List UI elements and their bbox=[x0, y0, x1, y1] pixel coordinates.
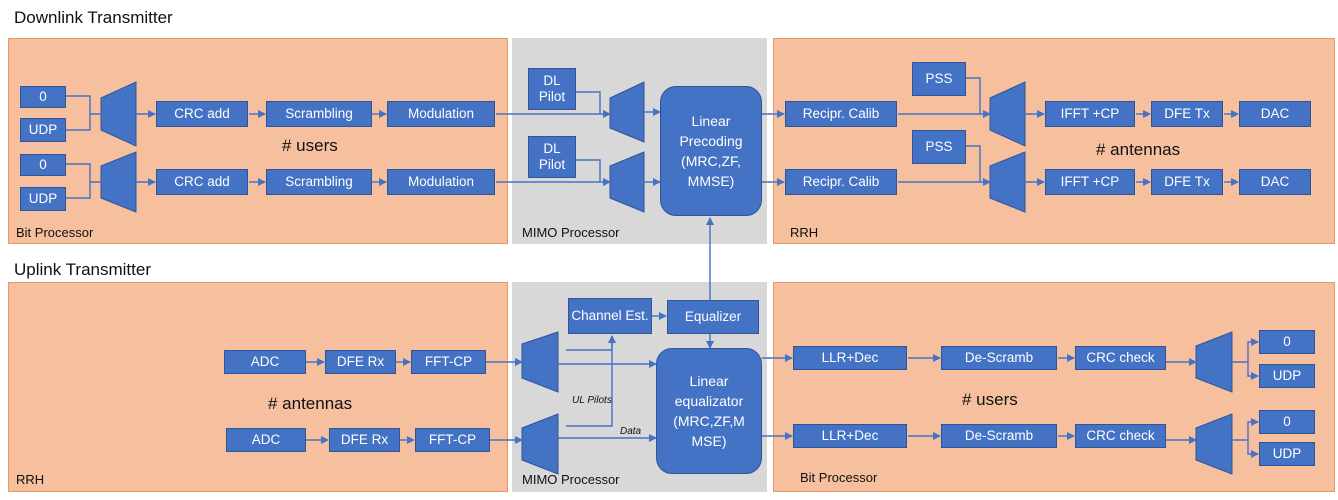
ul-bit-demux-1 bbox=[1195, 331, 1233, 393]
dl-modulation-2: Modulation bbox=[387, 169, 495, 195]
ul-pilots-annotation: UL Pilots bbox=[572, 395, 612, 406]
linear-equalizator-block: Linear equalizator (MRC,ZF,M MSE) bbox=[656, 348, 762, 474]
dl-users-label: # users bbox=[282, 136, 338, 155]
ul-fft-cp-1: FFT-CP bbox=[411, 350, 486, 374]
dl-dac-1: DAC bbox=[1239, 101, 1311, 127]
ul-dfe-rx-1: DFE Rx bbox=[325, 350, 396, 374]
dl-modulation-1: Modulation bbox=[387, 101, 495, 127]
ul-dfe-rx-2: DFE Rx bbox=[329, 428, 400, 452]
dl-input-udp-2: UDP bbox=[20, 187, 66, 211]
ul-output-zero-1: 0 bbox=[1259, 330, 1315, 354]
ul-llr-dec-2: LLR+Dec bbox=[793, 424, 907, 448]
ul-crc-check-2: CRC check bbox=[1075, 424, 1166, 448]
equalizer-block: Equalizer bbox=[667, 300, 759, 334]
dl-pilot-1: DL Pilot bbox=[528, 68, 576, 110]
ul-rrh-panel bbox=[8, 282, 508, 492]
dl-rrh-label: RRH bbox=[790, 225, 819, 240]
ul-demux-1 bbox=[521, 331, 559, 393]
ul-adc-1: ADC bbox=[224, 350, 306, 374]
dl-pss-1: PSS bbox=[912, 62, 966, 96]
dl-rrh-panel bbox=[773, 38, 1335, 244]
data-annotation: Data bbox=[620, 426, 642, 437]
dl-mux-2 bbox=[100, 151, 137, 213]
dl-pilot-mux-1 bbox=[609, 81, 645, 143]
ul-fft-cp-2: FFT-CP bbox=[415, 428, 490, 452]
dl-dac-2: DAC bbox=[1239, 169, 1311, 195]
ul-demux-2 bbox=[521, 413, 559, 475]
ul-bit-processor-panel bbox=[773, 282, 1335, 492]
ul-llr-dec-1: LLR+Dec bbox=[793, 346, 907, 370]
dl-crc-add-1: CRC add bbox=[156, 101, 248, 127]
dl-pss-mux-1 bbox=[989, 81, 1026, 147]
dl-scrambling-2: Scrambling bbox=[266, 169, 372, 195]
ul-bit-processor-label: Bit Processor bbox=[800, 470, 878, 485]
dl-dfe-tx-2: DFE Tx bbox=[1151, 169, 1223, 195]
dl-input-zero-2: 0 bbox=[20, 154, 66, 176]
dl-input-udp-1: UDP bbox=[20, 118, 66, 142]
ul-de-scramb-2: De-Scramb bbox=[941, 424, 1057, 448]
dl-pss-mux-2 bbox=[989, 151, 1026, 213]
ul-de-scramb-1: De-Scramb bbox=[941, 346, 1057, 370]
dl-crc-add-2: CRC add bbox=[156, 169, 248, 195]
dl-pss-2: PSS bbox=[912, 130, 966, 164]
ul-mimo-label: MIMO Processor bbox=[522, 472, 620, 487]
dl-bit-processor-label: Bit Processor bbox=[16, 225, 94, 240]
downlink-title: Downlink Transmitter bbox=[14, 8, 173, 27]
uplink-title: Uplink Transmitter bbox=[14, 260, 151, 279]
dl-pilot-mux-2 bbox=[609, 151, 645, 213]
dl-recipr-calib-2: Recipr. Calib bbox=[785, 169, 897, 195]
dl-recipr-calib-1: Recipr. Calib bbox=[785, 101, 897, 127]
dl-mux-1 bbox=[100, 81, 137, 147]
ul-crc-check-1: CRC check bbox=[1075, 346, 1166, 370]
linear-precoding-block: Linear Precoding (MRC,ZF, MMSE) bbox=[660, 86, 762, 216]
dl-ifft-cp-2: IFFT +CP bbox=[1045, 169, 1135, 195]
dl-input-zero-1: 0 bbox=[20, 86, 66, 108]
ul-users-label: # users bbox=[962, 390, 1018, 409]
ul-rrh-label: RRH bbox=[16, 472, 45, 487]
dl-ifft-cp-1: IFFT +CP bbox=[1045, 101, 1135, 127]
dl-scrambling-1: Scrambling bbox=[266, 101, 372, 127]
ul-adc-2: ADC bbox=[226, 428, 306, 452]
dl-dfe-tx-1: DFE Tx bbox=[1151, 101, 1223, 127]
channel-est-block: Channel Est. bbox=[568, 298, 652, 334]
ul-antennas-label: # antennas bbox=[268, 394, 353, 413]
ul-output-udp-1: UDP bbox=[1259, 364, 1315, 388]
ul-output-zero-2: 0 bbox=[1259, 410, 1315, 434]
ul-output-udp-2: UDP bbox=[1259, 442, 1315, 466]
dl-antennas-label: # antennas bbox=[1096, 140, 1181, 159]
dl-pilot-2: DL Pilot bbox=[528, 136, 576, 178]
dl-bit-processor-panel bbox=[8, 38, 508, 244]
dl-mimo-label: MIMO Processor bbox=[522, 225, 620, 240]
ul-bit-demux-2 bbox=[1195, 413, 1233, 475]
